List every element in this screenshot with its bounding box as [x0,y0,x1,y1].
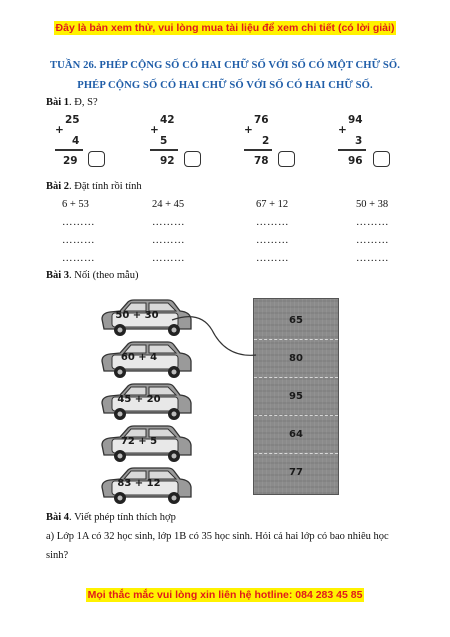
bai1-p3-result: 78 [254,155,269,167]
bai2-label: Bài 2 [46,181,70,192]
expression-4: 50 + 38 [356,199,389,210]
expression-1: 6 + 53 [62,199,89,210]
answer-dots[interactable]: ……… [62,235,95,246]
bai1-p2-result: 92 [160,155,175,167]
bai1-p3-b: 2 [262,135,270,147]
underline [150,149,178,151]
bottom-banner: Mọi thắc mắc vui lòng xin liên hệ hotlin… [0,588,450,602]
answer-dots[interactable]: ……… [62,253,95,264]
bai1-p2-b: 5 [160,135,168,147]
answer-dots[interactable]: ……… [152,217,185,228]
car-expression-2: 60 + 4 [120,352,158,363]
bai1-p2-a: 42 [160,114,175,126]
answer-value-4: 64 [289,428,303,440]
plus-sign: + [244,124,253,136]
answer-dots[interactable]: ……… [256,253,289,264]
sample-connector-line [171,316,257,356]
title-line-1: TUẦN 26. PHÉP CỘNG SỐ CÓ HAI CHỮ SỐ VỚI … [49,60,401,71]
answer-dots[interactable]: ……… [356,235,389,246]
car-expression-4: 72 + 5 [120,436,158,447]
bai1-label: Bài 1 [46,97,70,108]
car-icon[interactable] [98,381,194,421]
bai2-heading: Bài 2. Đặt tính rồi tính [46,181,142,192]
bai2-instruction: . Đặt tính rồi tính [69,181,142,192]
bai3-heading: Bài 3. Nối (theo mẫu) [46,270,138,281]
underline [338,149,366,151]
answer-box-4[interactable] [373,151,390,167]
plus-sign: + [150,124,159,136]
answer-cell-3[interactable]: 95 [254,377,338,416]
expression-3: 67 + 12 [256,199,289,210]
bai1-p1-result: 29 [63,155,78,167]
bai1-p4-b: 3 [355,135,363,147]
bai3-instruction: . Nối (theo mẫu) [69,270,139,281]
answer-box-3[interactable] [278,151,295,167]
bai1-p4-result: 96 [348,155,363,167]
answer-dots[interactable]: ……… [356,253,389,264]
car-icon[interactable] [98,423,194,463]
car-expression-1: 50 + 30 [115,310,159,321]
answer-dots[interactable]: ……… [256,217,289,228]
plus-sign: + [55,124,64,136]
answer-cell-5[interactable]: 77 [254,453,338,491]
answer-box-2[interactable] [184,151,201,167]
answer-cell-4[interactable]: 64 [254,415,338,454]
answer-dots[interactable]: ……… [256,235,289,246]
answer-dots[interactable]: ……… [152,253,185,264]
car-icon[interactable] [98,339,194,379]
bai4-heading: Bài 4. Viết phép tính thích hợp [46,512,176,523]
bai1-heading: Bài 1. Đ, S? [46,97,98,108]
bai3-label: Bài 3 [46,270,70,281]
bai1-p4-a: 94 [348,114,363,126]
answer-dots[interactable]: ……… [356,217,389,228]
top-banner-text: Đây là bản xem thử, vui lòng mua tài liệ… [53,21,397,35]
title-line-2: PHÉP CỘNG SỐ CÓ HAI CHỮ SỐ VỚI SỐ CÓ HAI… [77,80,373,91]
answer-dots[interactable]: ……… [152,235,185,246]
answer-panel: 65 80 95 64 77 [253,298,339,495]
underline [55,149,83,151]
answer-box-1[interactable] [88,151,105,167]
car-expression-3: 45 + 20 [117,394,161,405]
underline [244,149,272,151]
top-banner: Đây là bản xem thử, vui lòng mua tài liệ… [0,21,450,35]
bai1-instruction: . Đ, S? [69,97,98,108]
bai4-label: Bài 4 [46,512,70,523]
bai1-p3-a: 76 [254,114,269,126]
plus-sign: + [338,124,347,136]
car-icon[interactable] [98,465,194,505]
answer-dots[interactable]: ……… [62,217,95,228]
expression-2: 24 + 45 [152,199,185,210]
bai4-question-line1: a) Lớp 1A có 32 học sinh, lớp 1B có 35 h… [46,531,389,542]
answer-cell-1[interactable]: 65 [254,301,338,340]
car-icon[interactable] [98,297,194,337]
bai4-instruction: . Viết phép tính thích hợp [69,512,176,523]
bai1-p1-a: 25 [65,114,80,126]
bai4-question-line2: sinh? [46,550,69,561]
answer-cell-2[interactable]: 80 [254,339,338,378]
answer-value-5: 77 [289,466,303,478]
bottom-banner-text: Mọi thắc mắc vui lòng xin liên hệ hotlin… [85,588,365,602]
car-expression-5: 83 + 12 [117,478,161,489]
answer-value-3: 95 [289,390,303,402]
bai1-p1-b: 4 [72,135,80,147]
answer-value-2: 80 [289,352,303,364]
answer-value-1: 65 [289,314,303,326]
